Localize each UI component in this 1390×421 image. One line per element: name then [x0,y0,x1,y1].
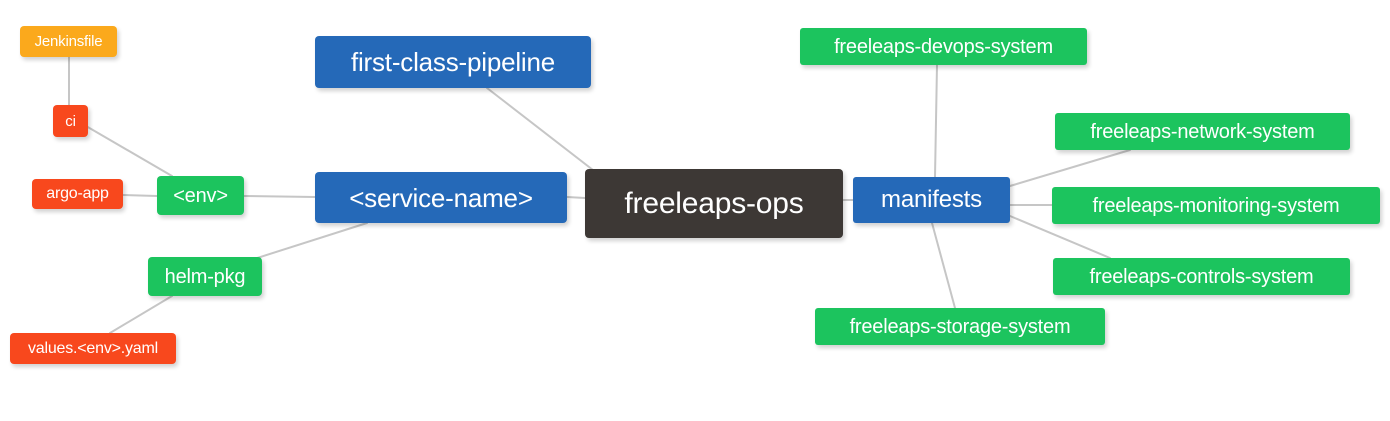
node-helm-pkg[interactable]: helm-pkg [148,257,262,296]
node-freeleaps-monitoring-system[interactable]: freeleaps-monitoring-system [1052,187,1380,224]
node-freeleaps-network-system[interactable]: freeleaps-network-system [1055,113,1350,150]
node-label-manifests: manifests [881,186,982,213]
node-argo-app[interactable]: argo-app [32,179,123,209]
edge-env-argo [122,194,158,197]
node-jenkinsfile[interactable]: Jenkinsfile [20,26,117,57]
node-label-freeleaps-monitoring-system: freeleaps-monitoring-system [1092,194,1340,217]
edge-ops-pipeline [486,87,603,178]
node-env[interactable]: <env> [157,176,244,215]
node-label-argo-app: argo-app [46,185,109,202]
node-label-env: <env> [173,184,228,207]
node-ci[interactable]: ci [53,105,88,137]
edge-env-ci [85,125,173,177]
node-freeleaps-devops-system[interactable]: freeleaps-devops-system [800,28,1087,65]
node-freeleaps-ops[interactable]: freeleaps-ops [585,169,843,238]
node-freeleaps-controls-system[interactable]: freeleaps-controls-system [1053,258,1350,295]
node-manifests[interactable]: manifests [853,177,1010,223]
edge-service-helm [253,222,368,260]
edge-manifests-storage [931,222,956,309]
node-label-freeleaps-network-system: freeleaps-network-system [1090,120,1315,143]
node-service-name[interactable]: <service-name> [315,172,567,223]
node-label-values-env-yaml: values.<env>.yaml [27,339,158,357]
node-label-freeleaps-storage-system: freeleaps-storage-system [849,315,1071,338]
edge-ops-service [566,196,586,199]
node-label-freeleaps-controls-system: freeleaps-controls-system [1089,265,1314,288]
edge-helm-values [109,295,173,334]
edge-manifests-devops [934,64,938,178]
edge-manifests-network [1009,149,1131,187]
node-label-helm-pkg: helm-pkg [164,265,246,288]
node-label-first-class-pipeline: first-class-pipeline [350,47,556,77]
edge-service-env [243,195,316,198]
node-label-service-name: <service-name> [349,182,533,213]
node-label-freeleaps-ops: freeleaps-ops [624,186,804,220]
node-label-jenkinsfile: Jenkinsfile [34,33,103,50]
node-label-ci: ci [65,112,76,130]
node-freeleaps-storage-system[interactable]: freeleaps-storage-system [815,308,1105,345]
node-values-env-yaml[interactable]: values.<env>.yaml [10,333,176,364]
node-label-freeleaps-devops-system: freeleaps-devops-system [834,35,1053,58]
node-first-class-pipeline[interactable]: first-class-pipeline [315,36,591,88]
